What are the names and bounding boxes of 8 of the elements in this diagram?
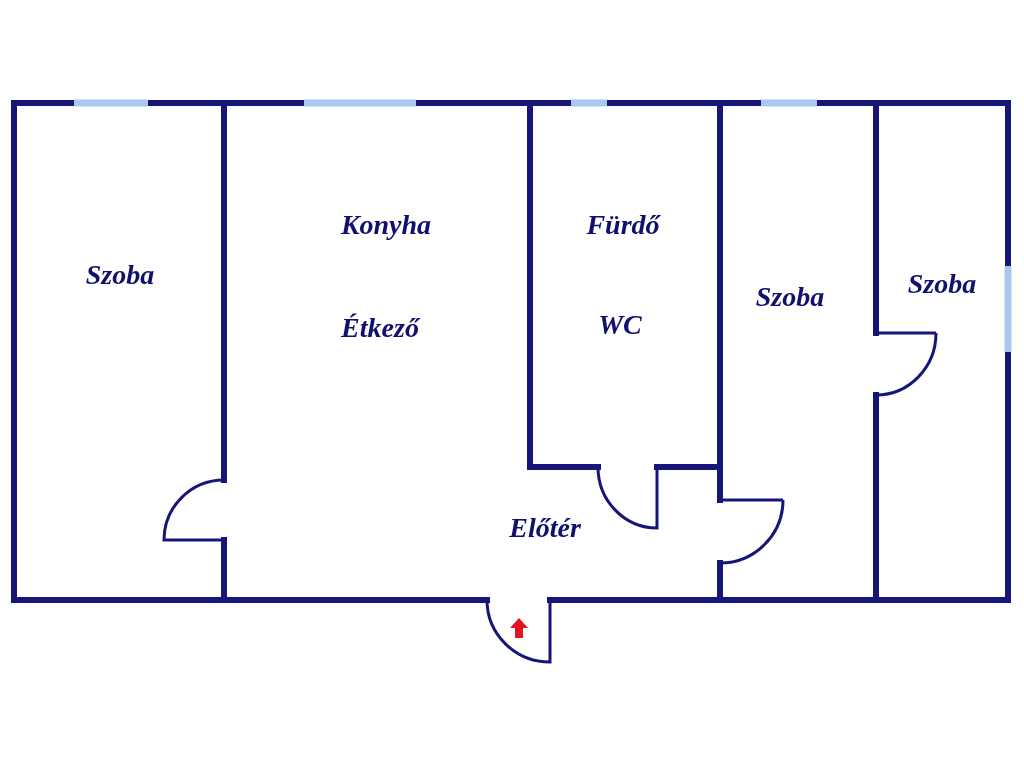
room-name: WC	[598, 309, 642, 341]
room-name: Előtér	[509, 512, 581, 544]
room-name: Szoba	[85, 259, 155, 291]
room-name: Konyha	[340, 209, 432, 241]
room-name: Étkező	[341, 312, 419, 344]
room-name: Fürdő	[586, 209, 660, 241]
room-name: Szoba	[907, 268, 977, 300]
room-name: Szoba	[755, 281, 825, 313]
